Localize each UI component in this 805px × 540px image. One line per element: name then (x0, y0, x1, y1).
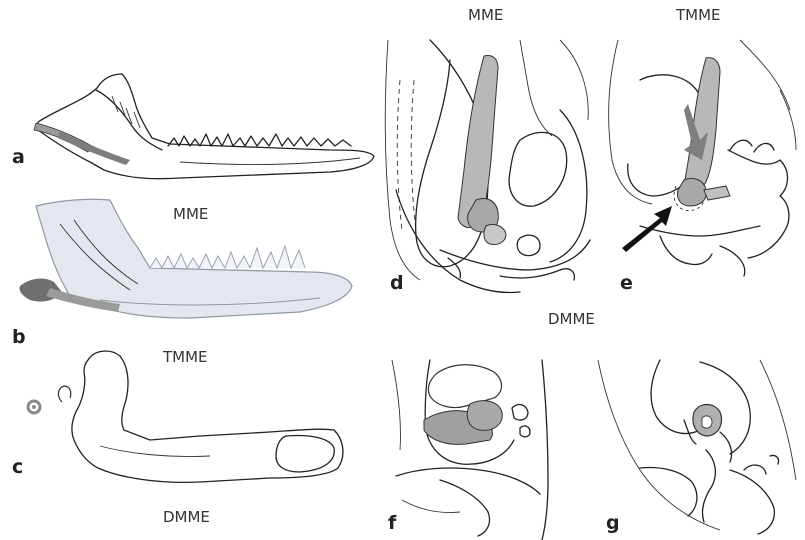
panel-f-dmme-drawing (392, 360, 548, 540)
panel-letter-b: b (12, 326, 26, 348)
panel-letter-a: a (12, 146, 25, 168)
panel-a-mandible-drawing (34, 74, 374, 179)
panel-letter-e: e (620, 272, 633, 294)
caption-b-mme: MME (173, 205, 208, 223)
panel-e-tmme-drawing (609, 40, 796, 276)
caption-d-mme: MME (468, 6, 503, 24)
panel-letter-g: g (606, 512, 620, 534)
panel-d-mme-drawing (385, 40, 590, 293)
panel-g-dmme-drawing (598, 360, 796, 534)
panel-letter-c: c (12, 456, 23, 478)
caption-e-tmme: TMME (676, 6, 721, 24)
caption-c-tmme: TMME (163, 348, 208, 366)
panel-letter-f: f (388, 512, 396, 534)
caption-c-dmme: DMME (163, 508, 210, 526)
caption-fg-dmme: DMME (548, 310, 595, 328)
panel-c-mandible-outline (28, 351, 343, 482)
panel-letter-d: d (390, 272, 404, 294)
